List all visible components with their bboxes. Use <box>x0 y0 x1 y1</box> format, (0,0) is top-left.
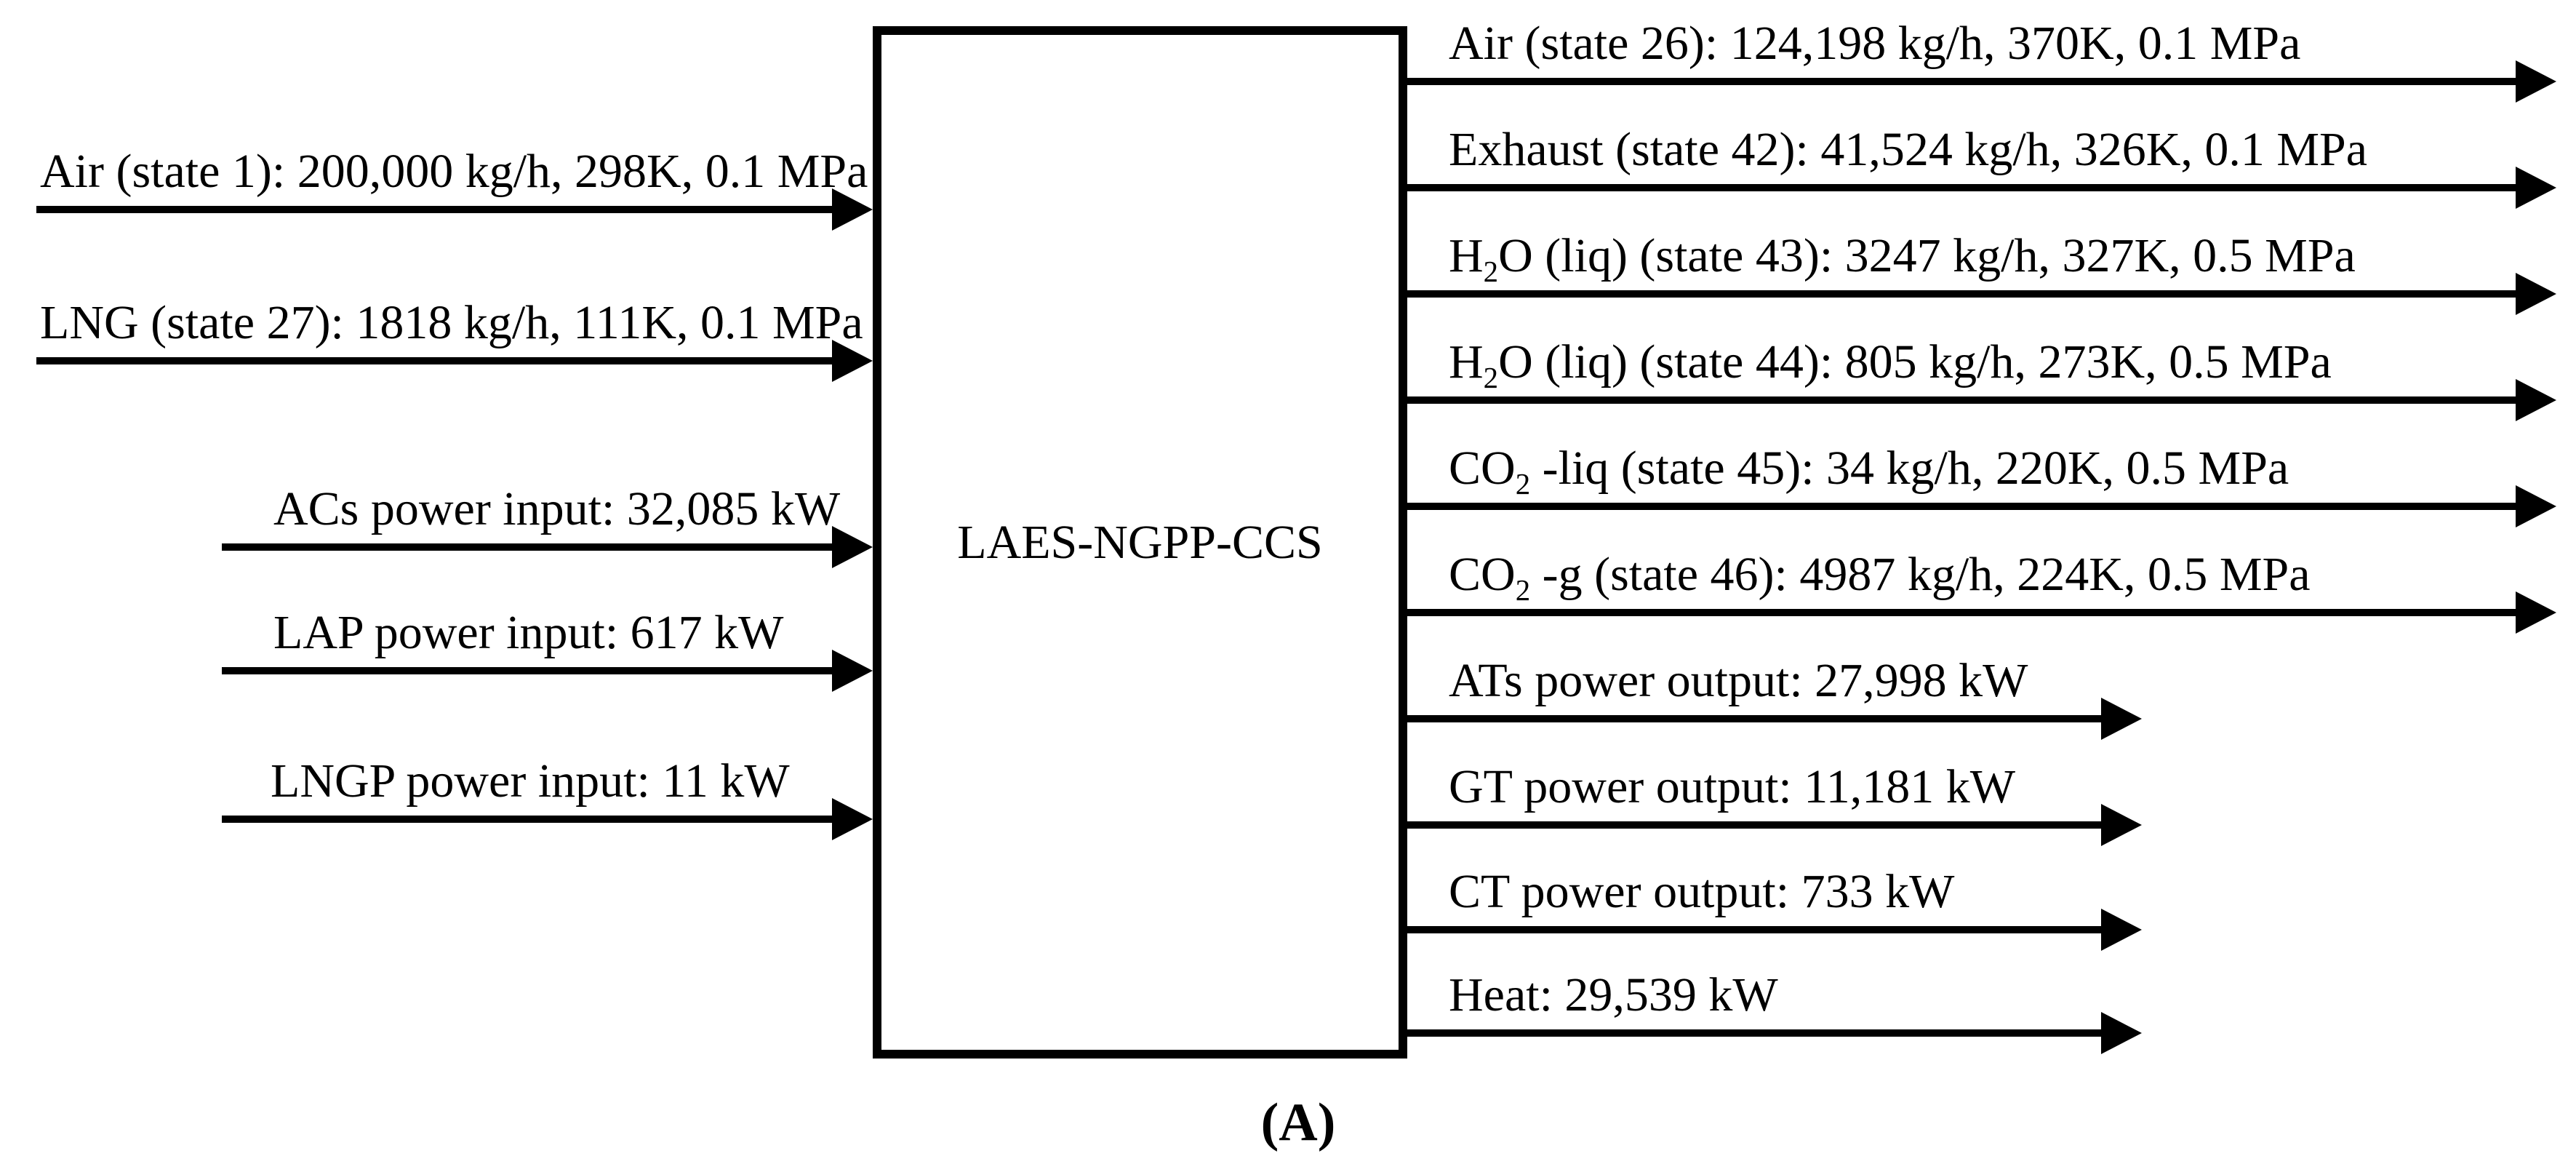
output-label-ct-power: CT power output: 733 kW <box>1449 868 1954 916</box>
arrow-shaft <box>1407 290 2523 298</box>
label-text: CO <box>1449 548 1516 601</box>
arrowhead-right-icon <box>2101 804 2142 846</box>
input-label-lap-power: LAP power input: 617 kW <box>273 609 783 657</box>
output-label-h2o-state-44: H2O (liq) (state 44): 805 kg/h, 273K, 0.… <box>1449 335 2332 394</box>
arrowhead-right-icon <box>832 340 873 382</box>
label-text: CO <box>1449 442 1516 495</box>
input-label-lngp-power: LNGP power input: 11 kW <box>271 757 790 805</box>
arrowhead-right-icon <box>2516 273 2556 315</box>
arrowhead-right-icon <box>2101 909 2142 951</box>
input-label-lng-state-27-text: LNG (state 27): 1818 kg/h, 111K, 0.1 MPa <box>40 296 863 349</box>
arrow-shaft <box>1407 609 2523 616</box>
output-arrow-heat <box>1407 1012 2142 1054</box>
arrowhead-right-icon <box>2101 1012 2142 1054</box>
input-label-lngp-power-text: LNGP power input: 11 kW <box>271 754 790 808</box>
arrowhead-right-icon <box>832 526 873 568</box>
output-label-air-state-26: Air (state 26): 124,198 kg/h, 370K, 0.1 … <box>1449 20 2300 68</box>
input-label-lap-power-text: LAP power input: 617 kW <box>273 606 784 659</box>
arrow-shaft <box>1407 715 2108 722</box>
arrow-shaft <box>36 206 839 213</box>
input-arrow-lng-state-27 <box>36 340 873 382</box>
output-arrow-ct-power <box>1407 909 2142 951</box>
arrow-shaft <box>222 543 839 551</box>
label-text: Air (state 26): 124,198 kg/h, 370K, 0.1 … <box>1449 17 2301 70</box>
label-text: O (liq) (state 44): 805 kg/h, 273K, 0.5 … <box>1498 335 2332 388</box>
label-text: GT power output: 11,181 kW <box>1449 760 2016 813</box>
arrowhead-right-icon <box>2516 167 2556 209</box>
label-text: ATs power output: 27,998 kW <box>1449 654 2028 707</box>
input-arrow-lngp-power <box>222 798 873 840</box>
arrowhead-right-icon <box>832 650 873 692</box>
label-text: Exhaust (state 42): 41,524 kg/h, 326K, 0… <box>1449 123 2368 176</box>
arrowhead-right-icon <box>2516 591 2556 634</box>
input-arrow-air-state-1 <box>36 188 873 231</box>
arrowhead-right-icon <box>2101 698 2142 740</box>
system-box-label: LAES-NGPP-CCS <box>957 515 1323 569</box>
arrow-shaft <box>222 816 839 823</box>
arrow-shaft <box>1407 78 2523 85</box>
output-label-heat: Heat: 29,539 kW <box>1449 971 1778 1019</box>
arrowhead-right-icon <box>2516 379 2556 421</box>
output-arrow-ats-power <box>1407 698 2142 740</box>
input-label-lng-state-27: LNG (state 27): 1818 kg/h, 111K, 0.1 MPa <box>40 299 863 347</box>
input-label-acs-power: ACs power input: 32,085 kW <box>273 485 840 533</box>
label-text: H <box>1449 229 1484 282</box>
output-arrow-h2o-state-43 <box>1407 273 2556 315</box>
output-arrow-air-state-26 <box>1407 60 2556 103</box>
output-label-gt-power: GT power output: 11,181 kW <box>1449 763 2015 811</box>
arrow-shaft <box>1407 821 2108 829</box>
label-subscript: 2 <box>1515 468 1531 501</box>
system-box: LAES-NGPP-CCS <box>873 26 1407 1059</box>
label-subscript: 2 <box>1483 255 1499 289</box>
output-label-co2-liq-state-45: CO2 -liq (state 45): 34 kg/h, 220K, 0.5 … <box>1449 442 2289 500</box>
arrow-shaft <box>36 357 839 364</box>
input-label-air-state-1-text: Air (state 1): 200,000 kg/h, 298K, 0.1 M… <box>40 145 868 198</box>
output-label-co2-g-state-46: CO2 -g (state 46): 4987 kg/h, 224K, 0.5 … <box>1449 548 2311 606</box>
input-label-air-state-1: Air (state 1): 200,000 kg/h, 298K, 0.1 M… <box>40 148 868 196</box>
arrowhead-right-icon <box>832 188 873 231</box>
arrow-shaft <box>1407 184 2523 191</box>
arrow-shaft <box>222 667 839 674</box>
arrow-shaft <box>1407 503 2523 510</box>
output-label-exhaust-state-42: Exhaust (state 42): 41,524 kg/h, 326K, 0… <box>1449 126 2367 174</box>
output-arrow-co2-g-state-46 <box>1407 591 2556 634</box>
input-label-acs-power-text: ACs power input: 32,085 kW <box>273 482 841 535</box>
label-text: H <box>1449 335 1484 388</box>
label-text: -liq (state 45): 34 kg/h, 220K, 0.5 MPa <box>1530 442 2289 495</box>
arrowhead-right-icon <box>832 798 873 840</box>
label-text: Heat: 29,539 kW <box>1449 968 1778 1021</box>
arrowhead-right-icon <box>2516 485 2556 527</box>
output-arrow-co2-liq-state-45 <box>1407 485 2556 527</box>
output-arrow-gt-power <box>1407 804 2142 846</box>
output-arrow-h2o-state-44 <box>1407 379 2556 421</box>
label-text: O (liq) (state 43): 3247 kg/h, 327K, 0.5… <box>1498 229 2356 282</box>
output-label-ats-power: ATs power output: 27,998 kW <box>1449 657 2028 705</box>
arrow-shaft <box>1407 1029 2108 1037</box>
label-text: -g (state 46): 4987 kg/h, 224K, 0.5 MPa <box>1530 548 2311 601</box>
arrowhead-right-icon <box>2516 60 2556 103</box>
figure-caption: (A) <box>1260 1093 1336 1152</box>
arrow-shaft <box>1407 396 2523 404</box>
arrow-shaft <box>1407 926 2108 933</box>
input-arrow-lap-power <box>222 650 873 692</box>
label-subscript: 2 <box>1515 574 1531 607</box>
label-text: CT power output: 733 kW <box>1449 865 1955 918</box>
input-arrow-acs-power <box>222 526 873 568</box>
label-subscript: 2 <box>1483 362 1499 395</box>
output-label-h2o-state-43: H2O (liq) (state 43): 3247 kg/h, 327K, 0… <box>1449 229 2356 287</box>
output-arrow-exhaust-state-42 <box>1407 167 2556 209</box>
